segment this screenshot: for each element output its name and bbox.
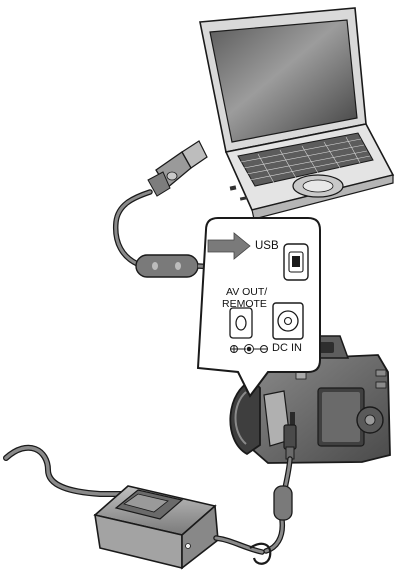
usb-connector-icon <box>148 141 207 196</box>
dc-in-label: DC IN <box>272 342 302 354</box>
av-out-port <box>230 308 252 338</box>
ac-adapter-icon <box>95 486 218 568</box>
usb-cable <box>116 192 150 265</box>
remote-label: REMOTE <box>222 298 267 310</box>
dc-plug <box>284 425 296 459</box>
usb-label: USB <box>255 240 279 252</box>
usb-port <box>284 244 308 280</box>
av-out-label: AV OUT/ <box>226 286 267 298</box>
laptop-icon <box>200 8 393 219</box>
dc-in-port <box>273 303 303 339</box>
ferrite-core <box>136 255 198 277</box>
